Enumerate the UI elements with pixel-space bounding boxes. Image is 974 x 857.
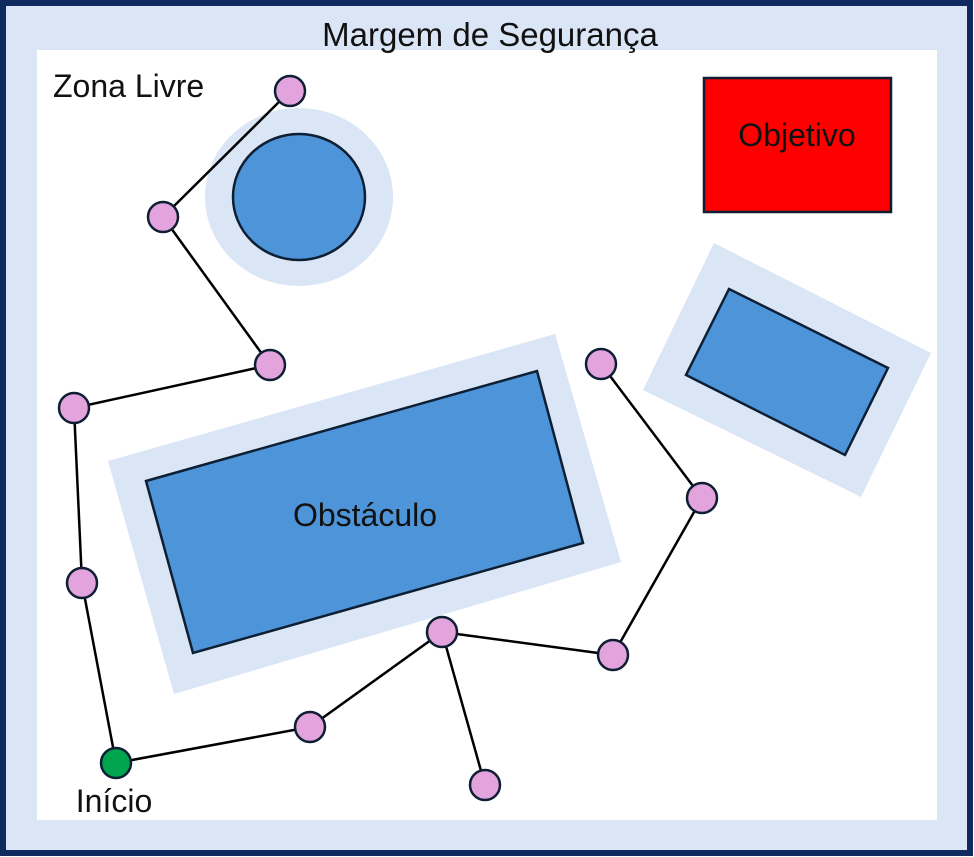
tree-edge <box>115 725 311 765</box>
tree-node <box>596 638 630 672</box>
free-zone-label: Zona Livre <box>53 68 204 104</box>
start-label: Início <box>76 783 152 819</box>
tree-node <box>293 710 327 744</box>
obstacle-label: Obstáculo <box>293 497 437 533</box>
tree-nodes <box>57 74 719 802</box>
large-obstacle <box>144 369 585 655</box>
tree-edge <box>161 216 272 366</box>
tree-edge <box>441 630 614 657</box>
goal-label: Objetivo <box>738 117 855 153</box>
tree-edge <box>309 630 443 729</box>
tree-edge <box>73 363 271 410</box>
tree-node <box>57 391 91 425</box>
goal-box <box>702 76 893 214</box>
tree-node <box>273 74 307 108</box>
tree-edge <box>440 631 487 786</box>
tree-node <box>468 768 502 802</box>
tree-edge <box>611 497 704 656</box>
safety-margin-label: Margem de Segurança <box>322 16 658 53</box>
tree-edge <box>600 363 703 499</box>
tree-node <box>65 566 99 600</box>
tree-node <box>685 481 719 515</box>
tree-edges <box>72 90 704 786</box>
tree-edge <box>162 90 291 218</box>
tree-edge <box>72 407 84 584</box>
small-obstacle <box>684 287 890 457</box>
circle-obstacle <box>231 132 367 262</box>
start-node <box>99 746 133 780</box>
tree-node <box>425 615 459 649</box>
tree-node <box>584 347 618 381</box>
tree-node <box>253 348 287 382</box>
tree-node <box>146 200 180 234</box>
tree-edge <box>80 582 118 764</box>
